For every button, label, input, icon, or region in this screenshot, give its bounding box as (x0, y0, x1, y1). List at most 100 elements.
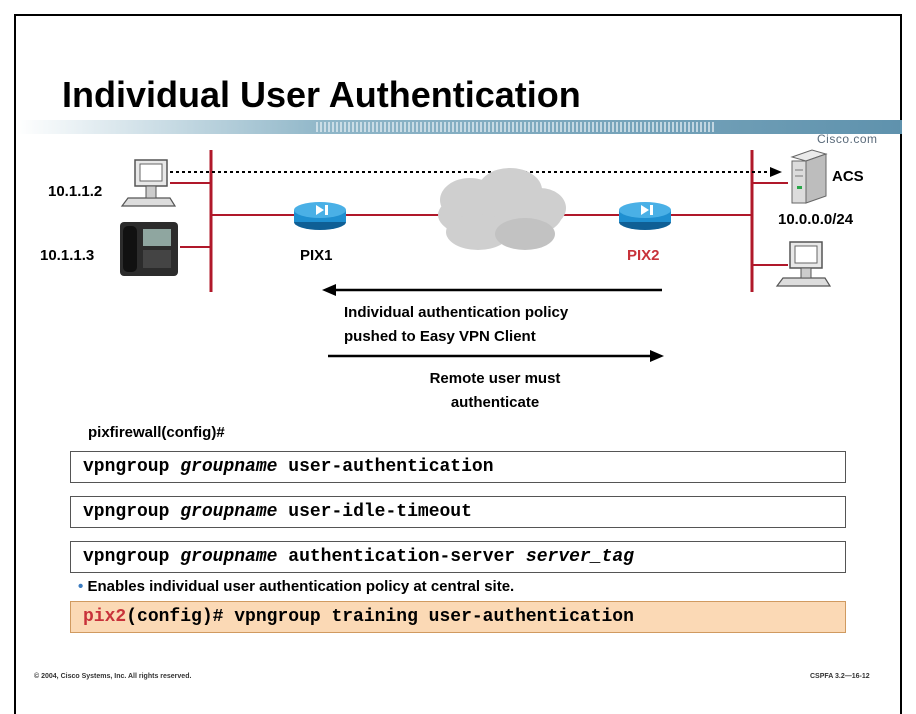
band-stripe (608, 122, 610, 132)
band-stripe (404, 122, 406, 132)
band-stripe (380, 122, 382, 132)
footer-slide-code: CSPFA 3.2—16-12 (810, 673, 870, 680)
cmd2-rest: user-idle-timeout (288, 502, 472, 522)
auth-text-line1: Remote user must (429, 370, 561, 387)
cmd1-param: groupname (180, 457, 278, 477)
band-stripe (436, 122, 438, 132)
band-stripe (664, 122, 666, 132)
band-stripe (544, 122, 546, 132)
footer-copyright: © 2004, Cisco Systems, Inc. All rights r… (34, 673, 192, 680)
cmd2-param: groupname (180, 502, 278, 522)
cmd3-param: groupname (180, 547, 278, 567)
ip-phone-icon (120, 222, 178, 276)
band-stripe (324, 122, 326, 132)
band-stripe (432, 122, 434, 132)
band-stripe (496, 122, 498, 132)
auth-text-line2: authenticate (450, 394, 540, 411)
band-stripe (556, 122, 558, 132)
band-stripe (612, 122, 614, 132)
band-stripe (560, 122, 562, 132)
computer-icon-right (775, 241, 832, 287)
policy-push-arrowhead (322, 284, 336, 296)
band-stripe (652, 122, 654, 132)
band-stripe (364, 122, 366, 132)
band-stripe (524, 122, 526, 132)
band-stripe (476, 122, 478, 132)
band-stripe (588, 122, 590, 132)
slide: Individual User Authentication Cisco.com (14, 14, 902, 714)
band-stripe (424, 122, 426, 132)
config-prompt: pixfirewall(config)# (88, 424, 225, 441)
band-stripe (572, 122, 574, 132)
band-stripe (356, 122, 358, 132)
band-stripe (336, 122, 338, 132)
band-stripe (376, 122, 378, 132)
band-stripe (508, 122, 510, 132)
pix2-label: PIX2 (627, 247, 660, 264)
band-stripe (660, 122, 662, 132)
band-stripe (512, 122, 514, 132)
header-band (16, 120, 902, 134)
band-stripe (580, 122, 582, 132)
band-stripe (352, 122, 354, 132)
band-stripe (684, 122, 686, 132)
user-auth-arrowhead (650, 350, 664, 362)
band-stripe (696, 122, 698, 132)
band-stripe (596, 122, 598, 132)
band-stripe (504, 122, 506, 132)
band-stripe (564, 122, 566, 132)
auth-path-arrowhead (770, 167, 782, 177)
band-stripe (456, 122, 458, 132)
band-stripe (520, 122, 522, 132)
band-stripe (644, 122, 646, 132)
command-user-authentication: vpngroup groupname user-authentication (70, 451, 846, 483)
example-command-text: (config)# vpngroup training user-authent… (126, 607, 634, 627)
pix2-firewall-icon (619, 202, 671, 230)
band-stripe (536, 122, 538, 132)
band-stripe (628, 122, 630, 132)
band-stripe (500, 122, 502, 132)
band-stripe (592, 122, 594, 132)
band-stripe (552, 122, 554, 132)
band-stripe (320, 122, 322, 132)
band-stripe (460, 122, 462, 132)
band-stripe (488, 122, 490, 132)
band-stripe (636, 122, 638, 132)
band-stripe (420, 122, 422, 132)
band-stripe (332, 122, 334, 132)
band-stripe (316, 122, 318, 132)
band-stripe (360, 122, 362, 132)
slide-frame (14, 14, 902, 714)
band-stripe (584, 122, 586, 132)
band-stripe (528, 122, 530, 132)
cmd3-param2: server_tag (525, 547, 634, 567)
pix1-label: PIX1 (300, 247, 333, 264)
network-diagram (120, 149, 832, 362)
bullet-text: Enables individual user authentication p… (87, 578, 515, 595)
band-stripe (452, 122, 454, 132)
host1-ip-label: 10.1.1.2 (48, 183, 103, 200)
band-stripe (700, 122, 702, 132)
band-stripe (616, 122, 618, 132)
phone-ip-label: 10.1.1.3 (40, 247, 95, 264)
slide-title: Individual User Authentication (62, 74, 581, 115)
band-stripe (428, 122, 430, 132)
example-command: pix2(config)# vpngroup training user-aut… (70, 601, 846, 633)
band-stripe (676, 122, 678, 132)
band-stripe (396, 122, 398, 132)
band-stripe (540, 122, 542, 132)
cmd3-rest: authentication-server (288, 547, 516, 567)
policy-text-line2: pushed to Easy VPN Client (344, 328, 536, 345)
band-stripe (412, 122, 414, 132)
band-stripe (444, 122, 446, 132)
band-stripe (668, 122, 670, 132)
band-stripe (548, 122, 550, 132)
band-stripe (620, 122, 622, 132)
pix1-firewall-icon (294, 202, 346, 230)
band-stripe (576, 122, 578, 132)
band-stripe (516, 122, 518, 132)
band-stripe (708, 122, 710, 132)
band-stripe (656, 122, 658, 132)
computer-icon-host1 (120, 159, 177, 207)
band-stripe (408, 122, 410, 132)
